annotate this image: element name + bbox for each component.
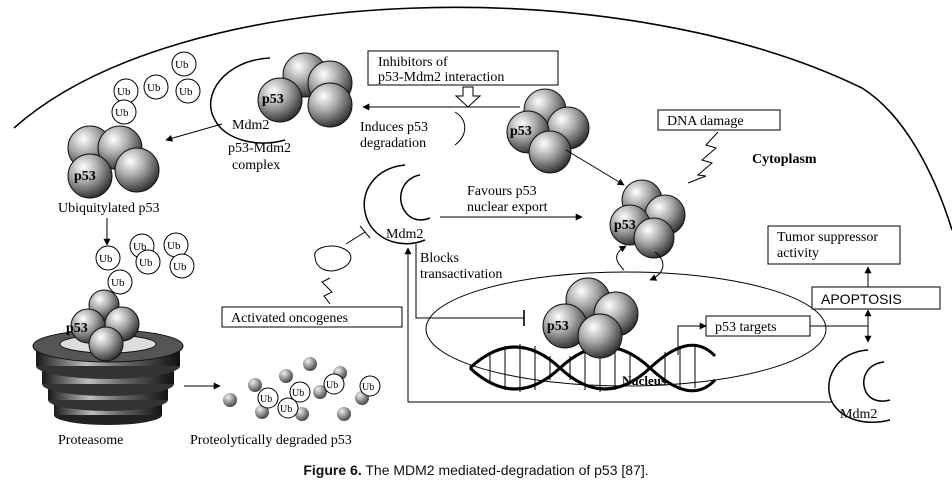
blocks-line1: Blocks (420, 251, 459, 266)
hollow-arrow-icon (454, 86, 482, 108)
cytoplasm-label: Cytoplasm (752, 152, 817, 167)
svg-text:Ub: Ub (326, 380, 338, 391)
cell-membrane (13, 6, 952, 231)
svg-text:p53: p53 (66, 321, 88, 336)
svg-text:Ub: Ub (280, 404, 292, 415)
svg-text:Mdm2: Mdm2 (840, 407, 877, 422)
svg-text:p53: p53 (74, 169, 96, 184)
lightning-icon (687, 131, 719, 184)
tumor-suppressor-box: Tumor suppressor activity (767, 225, 901, 265)
svg-text:Ub: Ub (167, 240, 181, 252)
nucleus-label: Nucleus (622, 373, 666, 388)
svg-text:Ub: Ub (292, 388, 304, 399)
degraded-fragments: Ub Ub Ub Ub Ub (223, 357, 381, 421)
p53-cluster-top: p53 (506, 88, 590, 174)
svg-text:Mdm2: Mdm2 (386, 227, 423, 242)
caption-text: The MDM2 mediated-degradation of p53 [87… (361, 462, 649, 478)
svg-text:p53: p53 (614, 218, 636, 233)
mdm2-right: Mdm2 (828, 349, 891, 423)
diagram: Inhibitors of p53-Mdm2 interaction Ub Ub… (13, 6, 952, 448)
p53-targets-box: p53 targets (705, 315, 811, 337)
ub-cluster-top: Ub Ub Ub Ub Ub (111, 51, 201, 125)
activated-oncogenes-box: Activated oncogenes (221, 306, 403, 328)
favours-line2: nuclear export (467, 200, 548, 215)
svg-text:Mdm2: Mdm2 (232, 118, 269, 133)
svg-text:Ub: Ub (117, 86, 131, 98)
svg-text:DNA damage: DNA damage (667, 114, 744, 129)
complex-label-line2: complex (232, 158, 280, 173)
figure-caption: Figure 6. The MDM2 mediated-degradation … (0, 462, 952, 478)
favours-line1: Favours p53 (467, 184, 537, 199)
induces-line1: Induces p53 (360, 120, 428, 135)
complex-label-line1: p53-Mdm2 (228, 141, 291, 156)
svg-text:Activated oncogenes: Activated oncogenes (231, 311, 348, 326)
svg-text:p53: p53 (547, 319, 569, 334)
svg-text:p53 targets: p53 targets (715, 320, 777, 335)
svg-text:Ub: Ub (260, 394, 272, 405)
caption-bold: Figure 6. (303, 462, 362, 478)
svg-text:Ub: Ub (139, 257, 153, 269)
svg-text:activity: activity (777, 246, 819, 261)
dna-damage-box: DNA damage (657, 109, 781, 131)
svg-text:Ub: Ub (115, 107, 129, 119)
svg-text:Ub: Ub (175, 59, 189, 71)
svg-text:Ub: Ub (133, 241, 147, 253)
oncogene-loop (314, 245, 352, 272)
svg-text:Ub: Ub (173, 261, 187, 273)
p53-mdm2-complex: p53 Mdm2 (209, 52, 353, 144)
apoptosis-box: APOPTOSIS (811, 286, 941, 310)
ubiquitylated-p53: p53 (67, 125, 160, 199)
svg-text:p53: p53 (262, 92, 284, 107)
svg-text:Ub: Ub (362, 382, 374, 393)
p53-cluster-nucleus: p53 (542, 277, 639, 359)
inhibitors-line2: p53-Mdm2 interaction (378, 70, 504, 85)
p53-cluster-mid: p53 (609, 179, 686, 259)
svg-text:Ub: Ub (147, 82, 161, 94)
induces-line2: degradation (360, 136, 426, 151)
svg-text:Ub: Ub (179, 86, 193, 98)
svg-text:Ub: Ub (111, 277, 125, 289)
proteasome-label: Proteasome (58, 433, 123, 448)
svg-text:APOPTOSIS: APOPTOSIS (821, 291, 902, 307)
inhibitors-box: Inhibitors of p53-Mdm2 interaction (367, 50, 559, 86)
svg-text:Tumor suppressor: Tumor suppressor (777, 230, 878, 245)
degraded-label: Proteolytically degraded p53 (190, 433, 352, 448)
ubiquitylated-label: Ubiquitylated p53 (58, 201, 160, 216)
svg-text:Ub: Ub (99, 253, 113, 265)
proteasome: p53 (32, 289, 184, 425)
inhibitors-line1: Inhibitors of (378, 55, 448, 70)
blocks-line2: transactivation (420, 267, 502, 282)
ub-cluster-mid: Ub Ub Ub Ub Ub Ub (95, 232, 195, 295)
mdm2-central: Mdm2 (363, 164, 431, 245)
svg-text:p53: p53 (510, 124, 532, 139)
